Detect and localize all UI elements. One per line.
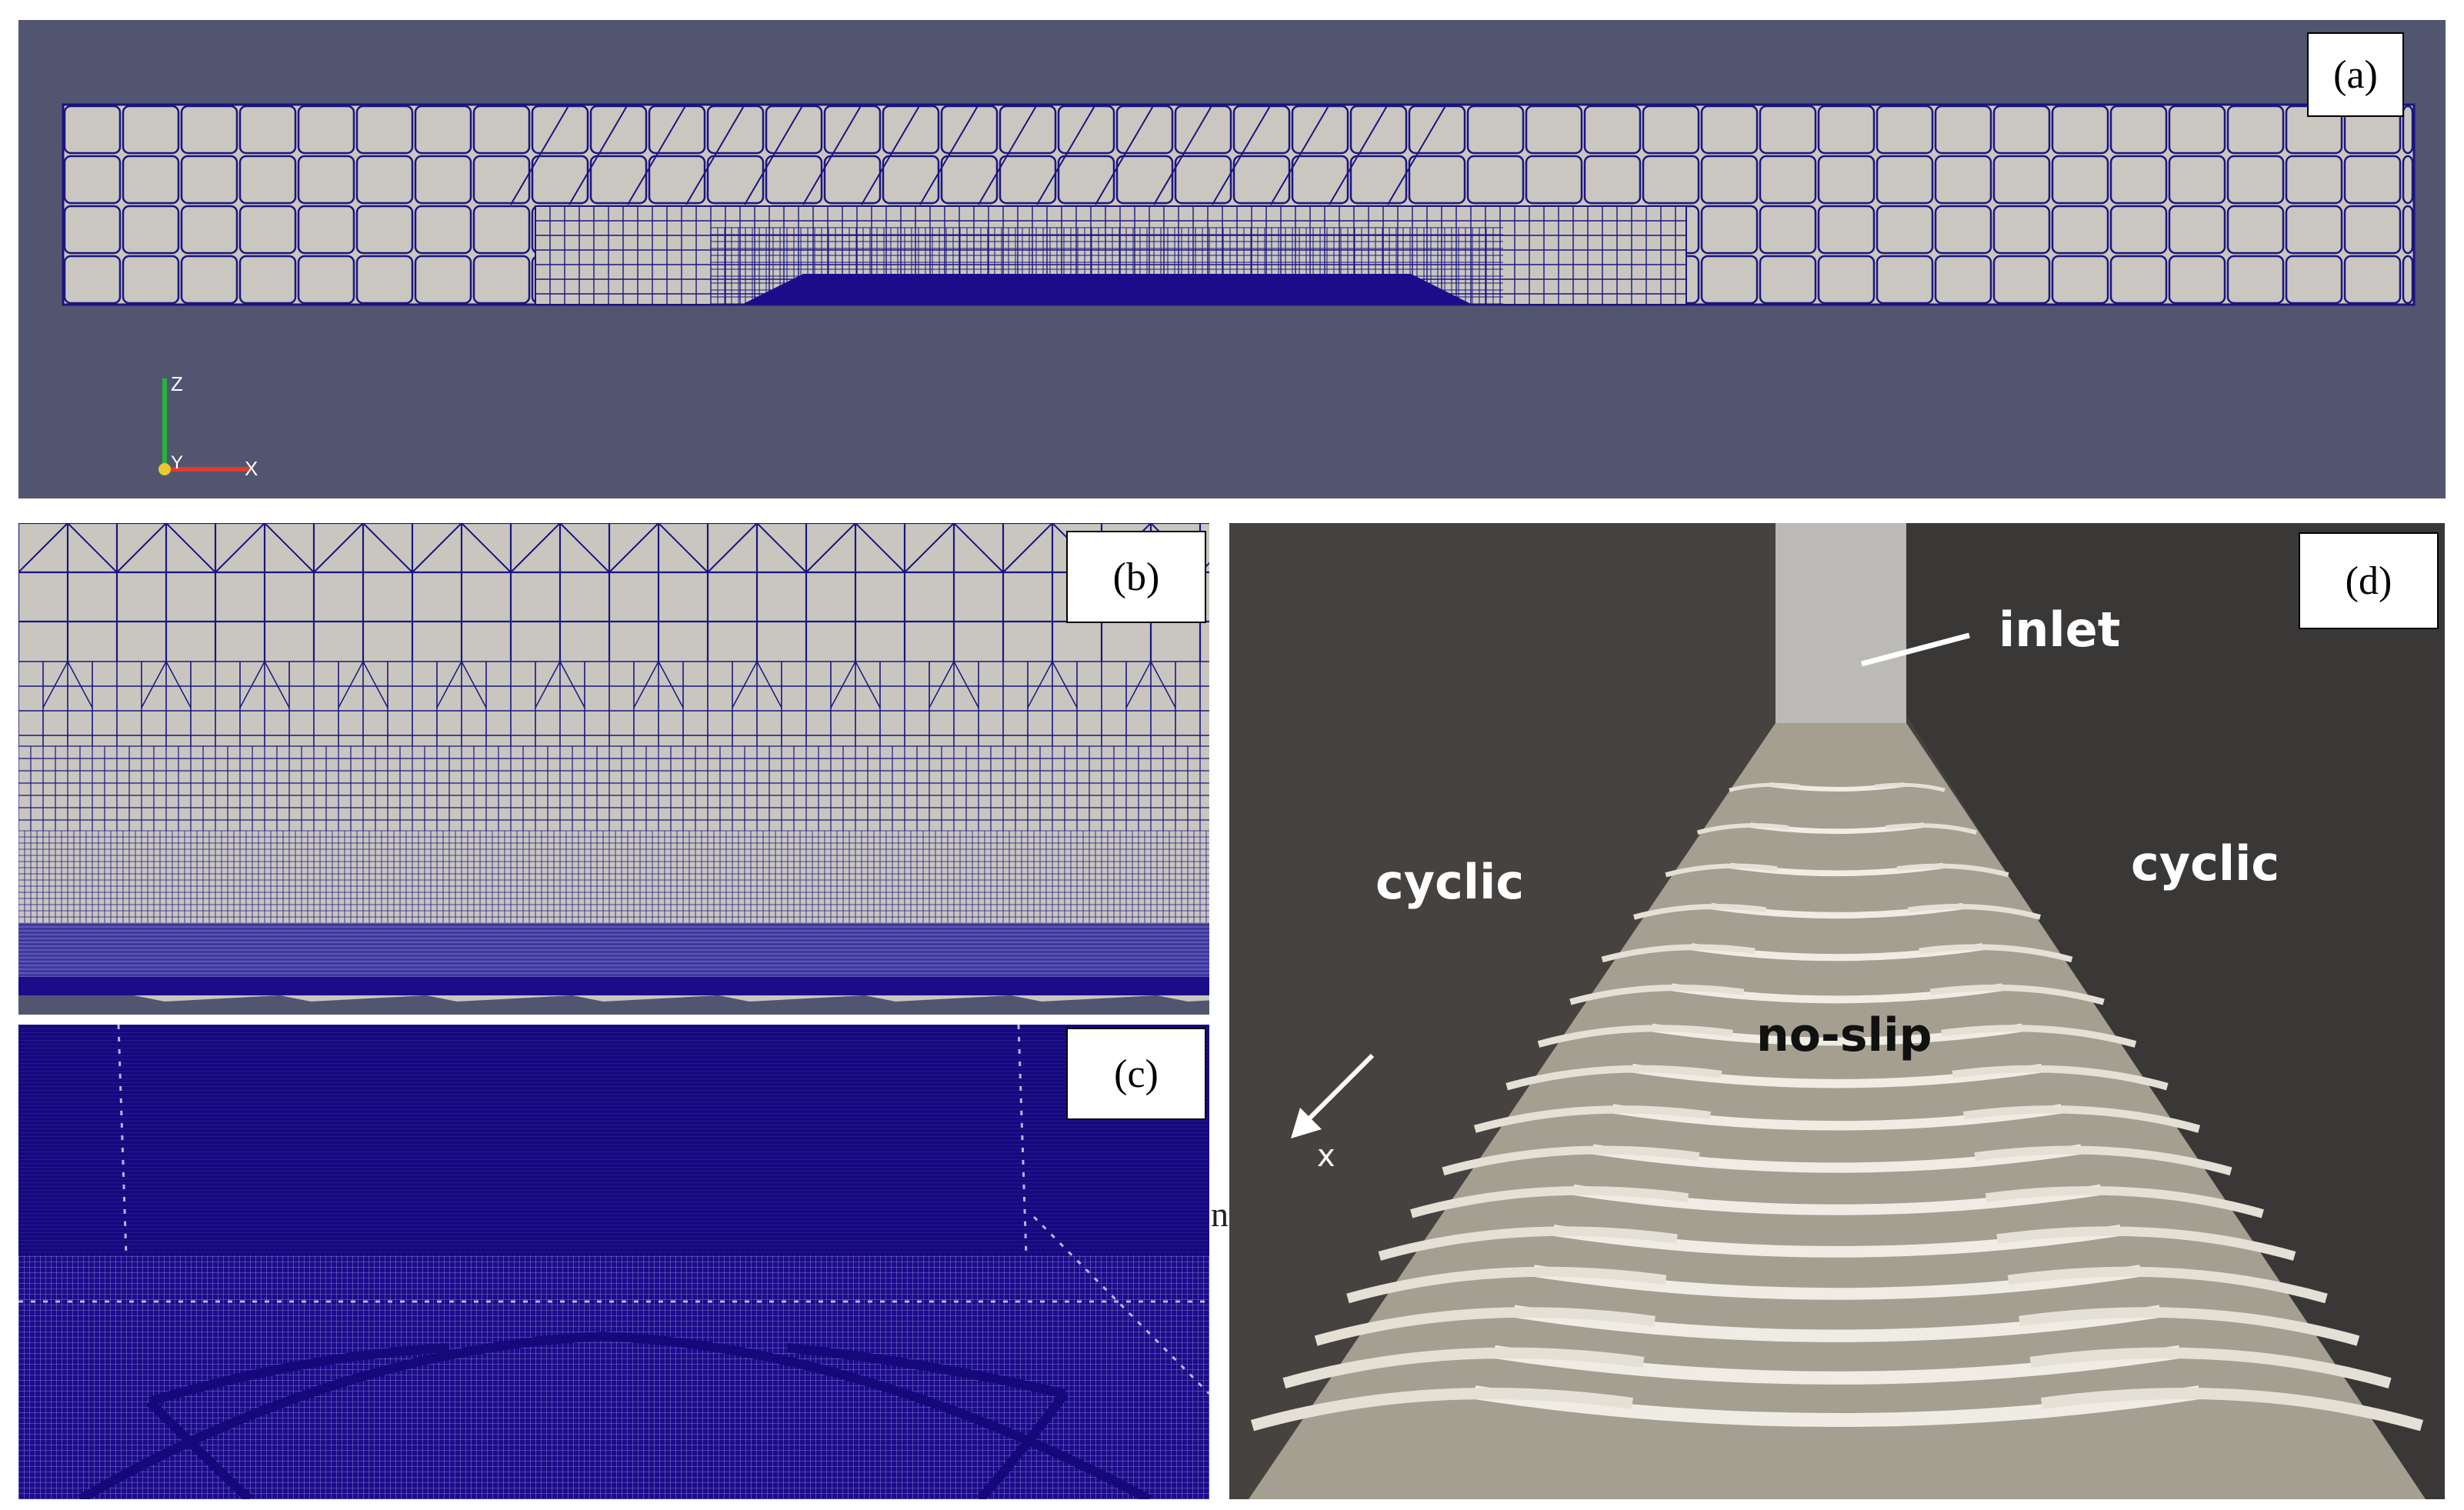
cyclic-left-label: cyclic bbox=[1375, 854, 1524, 910]
cyclic-right-label: cyclic bbox=[2131, 835, 2279, 892]
inlet-face bbox=[1775, 523, 1906, 723]
axis-z-label: Z bbox=[171, 372, 183, 395]
axis-y-label: Y bbox=[171, 452, 183, 473]
panel-c-surface-mesh: (c) bbox=[18, 1025, 1209, 1499]
panel-b-mesh-refinement: (b) bbox=[18, 523, 1209, 1015]
inlet-pointer bbox=[1861, 632, 1970, 667]
inlet-label: inlet bbox=[1999, 602, 2120, 658]
mesh-refinement-figure bbox=[18, 523, 1209, 1015]
scale-ridge-curves bbox=[77, 1331, 1152, 1499]
axes-triad: Z Y X bbox=[158, 372, 258, 480]
panel-d-boundary-conditions: inlet cyclic cyclic no-slip x (d) bbox=[1229, 523, 2445, 1499]
dashed-edges bbox=[18, 1025, 1209, 1395]
coarse-to-fine-mesh bbox=[62, 103, 2416, 306]
x-direction-arrow: x bbox=[1291, 1053, 1375, 1174]
x-direction-label: x bbox=[1317, 1138, 1335, 1174]
surface-mesh-figure bbox=[18, 1025, 1209, 1499]
stray-text: n bbox=[1211, 1195, 1229, 1234]
floor bbox=[1249, 723, 2426, 1499]
no-slip-label: no-slip bbox=[1756, 1008, 1932, 1062]
panel-b-label: (b) bbox=[1066, 531, 1206, 623]
panel-d-label: (d) bbox=[2299, 532, 2439, 629]
panel-a-label: (a) bbox=[2307, 32, 2404, 117]
boundary-conditions-figure: inlet cyclic cyclic no-slip x bbox=[1229, 523, 2445, 1499]
panel-c-label: (c) bbox=[1066, 1028, 1206, 1120]
panel-a-mesh-overview: Z Y X (a) bbox=[18, 20, 2446, 498]
refinement-grid bbox=[18, 523, 1209, 1015]
axis-x-label: X bbox=[245, 457, 258, 480]
no-slip-scales bbox=[1250, 782, 2424, 1432]
mesh-overview-figure: Z Y X bbox=[18, 20, 2446, 498]
